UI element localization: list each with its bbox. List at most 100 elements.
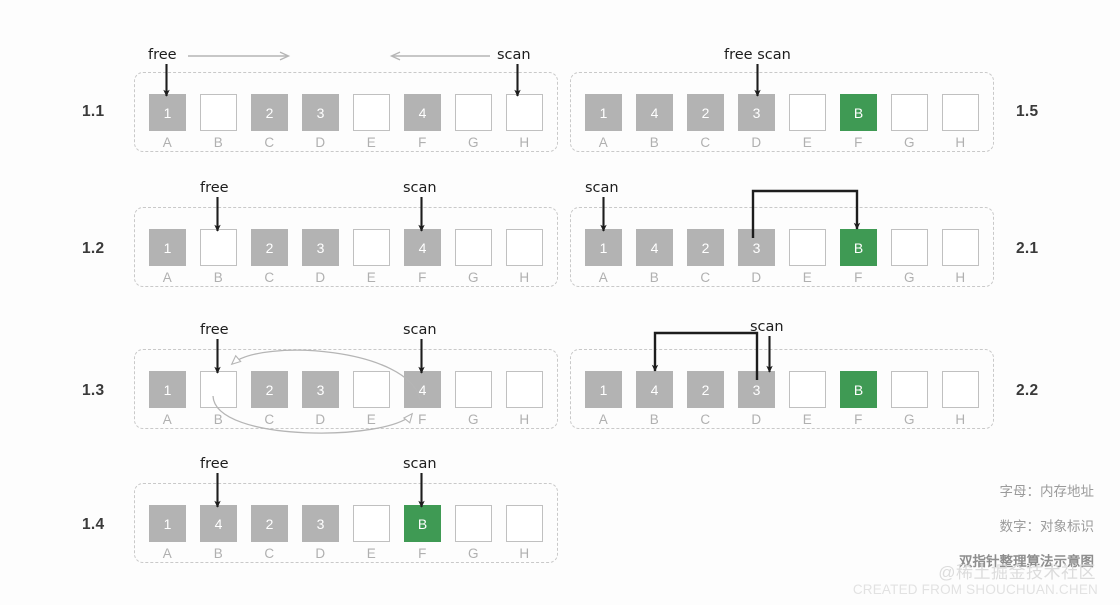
memory-cell-value xyxy=(891,94,928,131)
memory-cell-address: A xyxy=(598,412,609,427)
memory-cell-value xyxy=(200,229,237,266)
memory-cell-value xyxy=(891,229,928,266)
memory-cell-value xyxy=(353,229,390,266)
pointer-label-free-1-2: free xyxy=(200,180,229,196)
memory-cell-address: E xyxy=(366,546,377,561)
pointer-label-scan-1-4: scan xyxy=(403,456,437,472)
memory-cell-value: 1 xyxy=(585,94,622,131)
memory-slot-h: H xyxy=(506,371,543,427)
memory-cell-value: 1 xyxy=(585,229,622,266)
memory-cell-value: 4 xyxy=(636,229,673,266)
memory-cell-value xyxy=(353,505,390,542)
legend: 字母：内存地址 数字：对象标识 双指针整理算法示意图 xyxy=(959,480,1094,570)
step-label-1-1: 1.1 xyxy=(82,103,105,120)
memory-cell-address: F xyxy=(418,546,427,561)
memory-cell-value xyxy=(455,371,492,408)
memory-cell-value: 1 xyxy=(149,371,186,408)
step-label-1-2: 1.2 xyxy=(82,240,105,257)
memory-cell-value: 3 xyxy=(302,505,339,542)
step-label-1-5: 1.5 xyxy=(1016,103,1039,120)
memory-cell-value xyxy=(942,371,979,408)
memory-cell-address: C xyxy=(264,270,275,285)
memory-cell-address: B xyxy=(213,135,224,150)
memory-slot-e: E xyxy=(353,505,390,561)
memory-cell-value xyxy=(891,371,928,408)
memory-cell-value: B xyxy=(840,94,877,131)
memory-cell-address: D xyxy=(315,135,326,150)
memory-cell-address: F xyxy=(418,412,427,427)
memory-cell-value xyxy=(353,371,390,408)
memory-cell-address: B xyxy=(213,270,224,285)
memory-cell-value xyxy=(455,505,492,542)
memory-cell-address: A xyxy=(162,270,173,285)
memory-cell-address: F xyxy=(418,270,427,285)
memory-cell-address: C xyxy=(700,412,711,427)
memory-cell-address: A xyxy=(598,270,609,285)
memory-cell-value: 2 xyxy=(251,94,288,131)
memory-cell-address: D xyxy=(315,270,326,285)
memory-cell-address: D xyxy=(751,412,762,427)
pointer-label-free-1-4: free xyxy=(200,456,229,472)
memory-cell-value xyxy=(455,229,492,266)
step-label-2-2: 2.2 xyxy=(1016,382,1039,399)
memory-cell-address: H xyxy=(955,412,966,427)
memory-cell-value: 1 xyxy=(585,371,622,408)
memory-cell-value: B xyxy=(840,229,877,266)
memory-cell-address: C xyxy=(700,135,711,150)
memory-cell-value: 3 xyxy=(738,371,775,408)
memory-cell-value xyxy=(789,94,826,131)
memory-cell-address: H xyxy=(519,270,530,285)
pointer-label-scan-1-3: scan xyxy=(403,322,437,338)
memory-slot-g: G xyxy=(455,229,492,285)
memory-cell-value: 3 xyxy=(302,94,339,131)
memory-cell-address: E xyxy=(802,412,813,427)
memory-cell-value: 1 xyxy=(149,229,186,266)
memory-cell-address: G xyxy=(467,546,479,561)
memory-cell-value: 3 xyxy=(302,229,339,266)
watermark-secondary: CREATED FROM SHOUCHUAN.CHEN xyxy=(852,582,1098,597)
memory-cell-value: 3 xyxy=(302,371,339,408)
memory-cell-address: E xyxy=(366,412,377,427)
memory-cell-value xyxy=(506,229,543,266)
memory-cell-value: B xyxy=(840,371,877,408)
memory-cell-address: B xyxy=(649,135,660,150)
memory-cell-address: A xyxy=(162,546,173,561)
legend-line-letters: 字母：内存地址 xyxy=(999,484,1095,499)
memory-cell-value: 2 xyxy=(687,229,724,266)
memory-cell-address: D xyxy=(751,270,762,285)
memory-cell-value: B xyxy=(404,505,441,542)
pointer-label-scan-2-1: scan xyxy=(585,180,619,196)
memory-cell-address: D xyxy=(315,546,326,561)
memory-cell-value xyxy=(455,94,492,131)
memory-cell-value: 2 xyxy=(251,505,288,542)
memory-cell-address: H xyxy=(955,135,966,150)
memory-slot-h: H xyxy=(942,94,979,150)
memory-cell-address: C xyxy=(264,412,275,427)
